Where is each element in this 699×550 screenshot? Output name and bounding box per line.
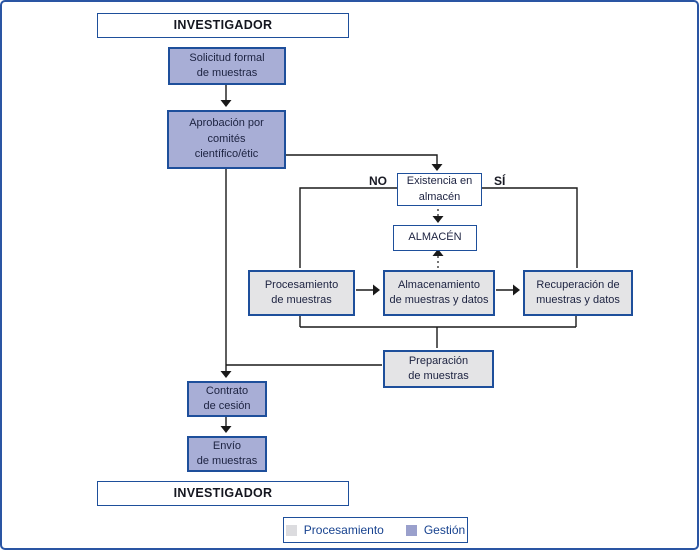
node-label-line: Contrato (205, 384, 249, 397)
legend: Procesamiento Gestión (283, 517, 468, 543)
branch-label-si: SÍ (494, 174, 506, 188)
arrowhead-right-icon (513, 284, 520, 296)
node-envio-muestras: Envío de muestras (187, 436, 267, 472)
node-label-line: de cesión (203, 400, 251, 412)
node-investigador-top: INVESTIGADOR (97, 13, 349, 38)
arrowhead-down-icon (220, 100, 232, 107)
node-label-line: Solicitud formal (189, 51, 265, 64)
node-label-line: Aprobación por (189, 117, 264, 130)
line-si-branch (481, 187, 578, 268)
node-label-line: de muestras (196, 455, 258, 467)
legend-label: Gestión (423, 523, 466, 537)
node-label-line: Recuperación de (536, 278, 620, 291)
procesamiento-swatch-icon (285, 524, 297, 536)
node-label-line: de muestras (408, 370, 469, 382)
node-solicitud-formal: Solicitud formal de muestras (168, 47, 286, 85)
node-preparacion-muestras: Preparación de muestras (383, 350, 494, 388)
node-almacen: ALMACÉN (393, 225, 477, 251)
node-label-line: científico/étic (194, 148, 259, 161)
node-label: INVESTIGADOR (173, 485, 273, 500)
branch-label-no: NO (369, 174, 387, 188)
node-existencia-almacen: Existencia en almacén (397, 173, 482, 206)
node-label: INVESTIGADOR (173, 17, 273, 32)
gestion-swatch-icon (405, 524, 417, 536)
legend-item-gestion: Gestión (405, 523, 466, 537)
node-label-line: comités (207, 132, 246, 145)
node-aprobacion-comites: Aprobación por comités científico/étic (167, 110, 286, 169)
node-almacenamiento-muestras-datos: Almacenamiento de muestras y datos (383, 270, 495, 316)
node-label-line: almacén (418, 190, 461, 203)
node-label: ALMACÉN (408, 231, 462, 244)
node-label-line: Procesamiento (264, 278, 339, 291)
legend-item-procesamiento: Procesamiento (285, 523, 384, 537)
node-contrato-cesion: Contrato de cesión (187, 381, 267, 417)
line-preparacion-contrato (225, 167, 382, 371)
node-label-line: Almacenamiento (398, 278, 480, 291)
node-recuperacion-muestras-datos: Recuperación de muestras y datos (523, 270, 633, 316)
arrowhead-down-icon (220, 426, 232, 433)
legend-label: Procesamiento (303, 523, 384, 537)
node-label-line: muestras y datos (536, 294, 620, 306)
node-label-line: Preparación (408, 354, 469, 367)
line-aprobacion-existencia (284, 154, 438, 164)
node-procesamiento-muestras: Procesamiento de muestras (248, 270, 355, 316)
node-label-line: Existencia en (406, 175, 473, 188)
arrowhead-down-icon (432, 216, 444, 223)
line-row-to-preparacion (299, 313, 577, 348)
node-label-line: de muestras (271, 294, 332, 306)
arrowhead-down-icon (431, 164, 443, 171)
arrowhead-down-icon (220, 371, 232, 378)
node-investigador-bottom: INVESTIGADOR (97, 481, 349, 506)
node-label-line: de muestras (196, 67, 258, 79)
arrowhead-right-icon (373, 284, 380, 296)
node-label-line: de muestras y datos (389, 294, 489, 306)
line-no-branch (299, 187, 397, 268)
node-label-line: Envío (212, 439, 242, 452)
